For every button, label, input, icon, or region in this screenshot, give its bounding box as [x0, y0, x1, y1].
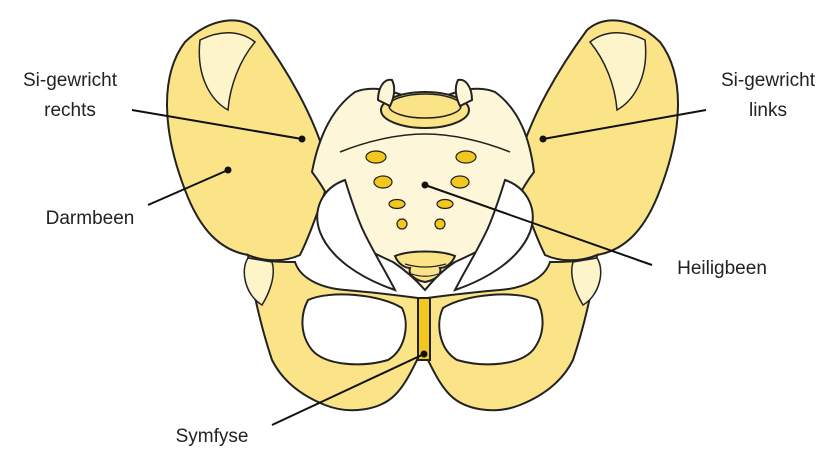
sacral-foramen [374, 176, 392, 188]
label-darmbeen: Darmbeen [46, 208, 135, 229]
pointer-dot-si-right [299, 136, 306, 143]
sacral-foramen [451, 176, 469, 188]
right-obturator-foramen [302, 294, 405, 364]
label-symfyse: Symfyse [176, 426, 249, 447]
sacral-foramen [456, 151, 476, 163]
sacral-foramen [389, 200, 405, 209]
sacral-foramen [437, 200, 453, 209]
sacral-foramen [366, 151, 386, 163]
articular-process-left [456, 80, 472, 106]
articular-process-right [378, 80, 394, 106]
sacral-foramen [435, 219, 445, 229]
pointer-dot-symfyse [421, 351, 428, 358]
pointer-dot-darmbeen [225, 167, 232, 174]
right-iliac-wing [167, 20, 330, 260]
pointer-dot-si-left [540, 136, 547, 143]
pointer-dot-heiligbeen [422, 182, 429, 189]
label-si-right-line2: rechts [44, 100, 96, 121]
sacral-foramen [397, 219, 407, 229]
label-heiligbeen: Heiligbeen [677, 258, 767, 279]
left-obturator-foramen [439, 294, 542, 364]
label-si-left-line1: Si-gewricht [721, 70, 816, 91]
label-si-right-line1: Si-gewricht [23, 70, 118, 91]
sacral-vertebra-top-face [389, 94, 461, 118]
left-iliac-wing [515, 20, 678, 260]
label-si-left-line2: links [749, 100, 787, 121]
